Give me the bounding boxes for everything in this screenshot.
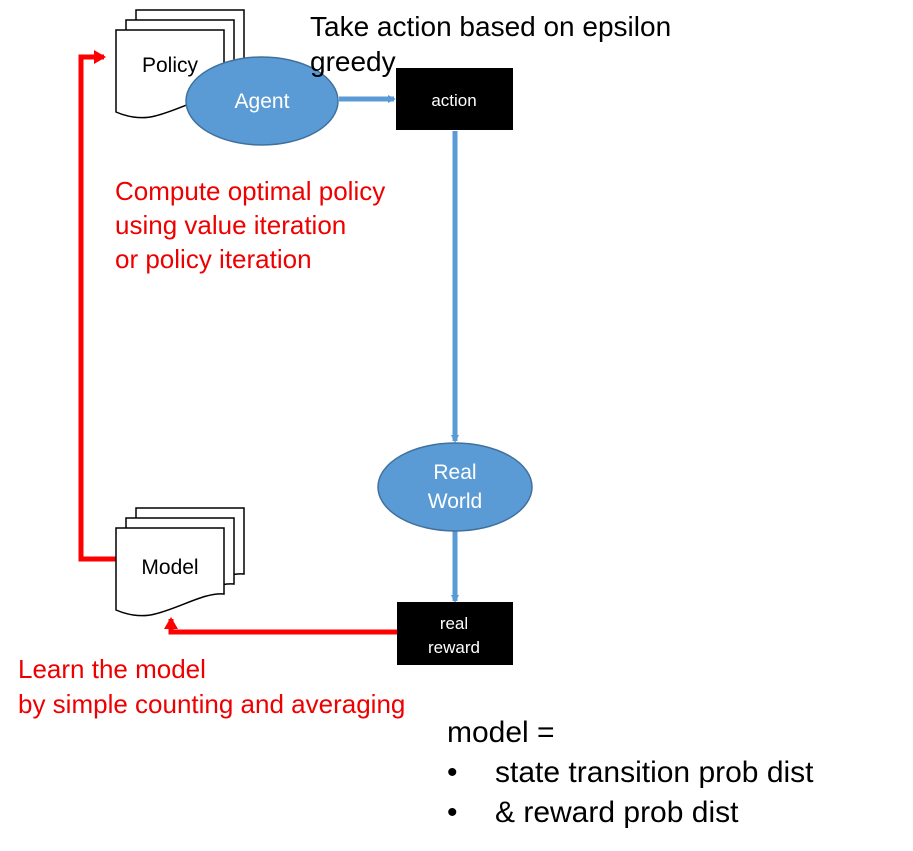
real-world-label-line1: Real [433,461,476,484]
arrow-model-to-policy [78,50,116,562]
agent-label: Agent [235,90,290,113]
model-def-item: & reward prob dist [447,793,814,833]
compute-note-line1: Compute optimal policy [115,176,386,206]
model-def-title: model = [447,716,555,749]
model-label: Model [141,556,198,579]
model-def-item: state transition prob dist [447,753,814,793]
model-document-stack [115,507,245,617]
real-reward-box [397,602,513,665]
arrow-reward-to-model [164,617,397,635]
agent-node [185,56,339,146]
learn-note-line1: Learn the model [18,654,206,684]
real-world-label-line2: World [428,490,482,513]
epsilon-note-line2: greedy [310,46,396,77]
epsilon-note-line1: Take action based on epsilon [310,11,672,42]
action-box [396,68,513,130]
policy-label: Policy [142,54,199,77]
learn-note-line2: by simple counting and averaging [18,689,406,719]
real-reward-label-line2: reward [428,638,480,657]
compute-note-line3: or policy iteration [115,244,312,274]
action-label: action [431,91,476,110]
real-world-node [377,442,533,532]
compute-note-line2: using value iteration [115,210,347,240]
real-reward-label-line1: real [440,614,468,633]
model-def-list: state transition prob dist & reward prob… [447,753,814,833]
